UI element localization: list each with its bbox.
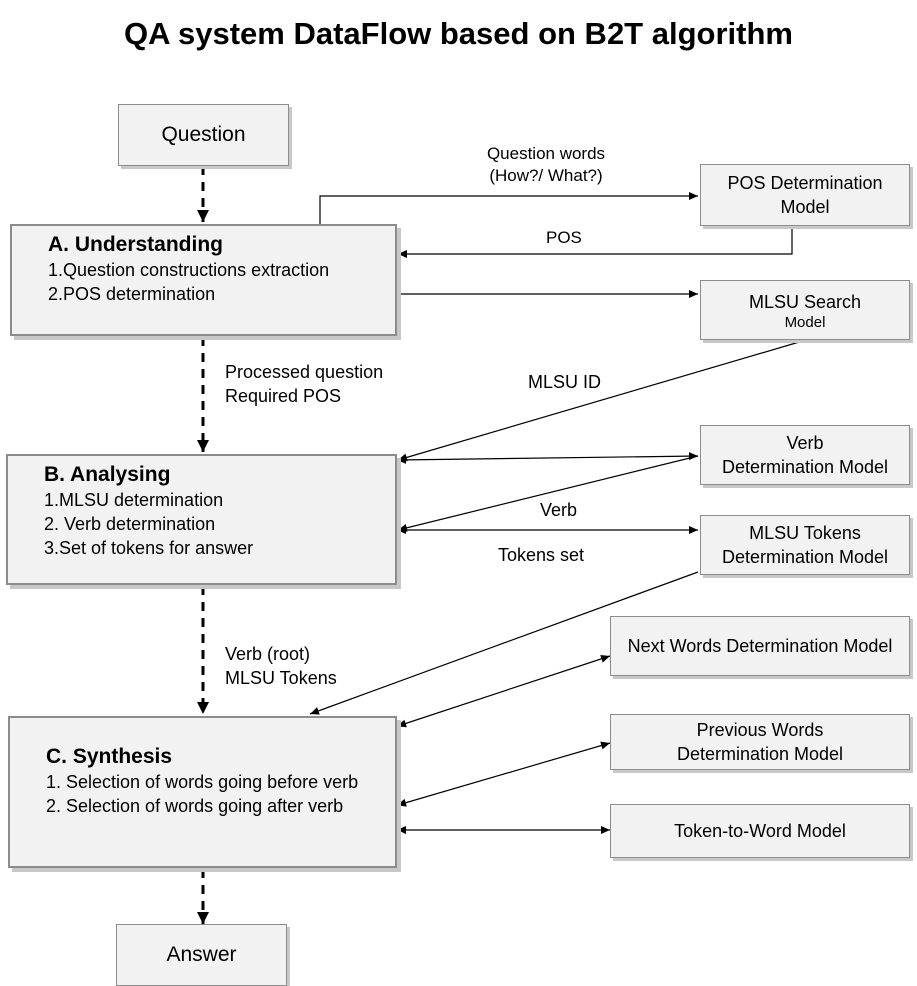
verb-model-line-1: Verb xyxy=(786,433,824,453)
synthesis-line-2: 2. Selection of words going after verb xyxy=(46,796,344,816)
pos-model-line-2: Model xyxy=(780,197,830,217)
verb-determination-model: Verb Determination Model xyxy=(700,425,910,485)
mlsu-search-line-2: Model xyxy=(784,313,826,331)
analysing-line-2: 2. Verb determination xyxy=(44,514,216,534)
analysing-line-3: 3.Set of tokens for answer xyxy=(44,538,254,558)
understanding-title: A. Understanding xyxy=(48,233,224,256)
previous-words-determination-model: Previous Words Determination Model xyxy=(610,714,910,770)
arrow-verb xyxy=(397,455,699,532)
token-word-label: Token-to-Word Model xyxy=(674,821,846,841)
synthesis-title: C. Synthesis xyxy=(46,745,173,768)
arrow-pos-back xyxy=(398,226,793,258)
edge-label-verb: Verb xyxy=(540,500,578,520)
next-words-label: Next Words Determination Model xyxy=(627,636,893,656)
edge-label-question-words: Question words (How?/ What?) xyxy=(466,143,626,187)
pos-determination-model: POS Determination Model xyxy=(700,164,910,226)
mlsu-tokens-determination-model: MLSU Tokens Determination Model xyxy=(700,515,910,575)
mlsu-tokens-line-1: MLSU Tokens xyxy=(749,523,861,543)
question-words-line-1: Question words xyxy=(486,144,606,163)
prev-words-line-2: Determination Model xyxy=(676,744,844,764)
synthesis-line-1: 1. Selection of words going before verb xyxy=(46,772,359,792)
question-label: Question xyxy=(161,123,246,146)
arrow-next-words xyxy=(397,655,611,728)
answer-label: Answer xyxy=(166,943,237,966)
edge-label-verb-root: Verb (root) MLSU Tokens xyxy=(225,642,337,690)
analysing-line-1: 1.MLSU determination xyxy=(44,490,224,510)
token-to-word-model: Token-to-Word Model xyxy=(610,804,910,858)
question-node: Question xyxy=(118,104,289,166)
edge-label-mlsu-id: MLSU ID xyxy=(528,372,602,392)
arrow-mlsu-tokens-to-synthesis xyxy=(309,571,699,715)
analysing-stage: B. Analysing 1.MLSU determination 2. Ver… xyxy=(6,454,397,585)
next-words-determination-model: Next Words Determination Model xyxy=(610,616,910,676)
arrow-prev-words xyxy=(397,741,611,807)
arrow-to-pos-model xyxy=(319,192,698,224)
processed-line-1: Processed question xyxy=(225,362,384,382)
edge-label-tokens-set: Tokens set xyxy=(498,545,585,565)
mlsu-search-line-1: MLSU Search xyxy=(748,291,862,312)
edge-label-processed: Processed question Required POS xyxy=(225,360,383,408)
pos-model-line-1: POS Determination xyxy=(727,173,883,193)
arrow-mlsu-id xyxy=(397,339,807,462)
prev-words-line-1: Previous Words xyxy=(696,720,824,740)
synthesis-stage: C. Synthesis 1. Selection of words going… xyxy=(8,716,397,868)
understanding-line-1: 1.Question constructions extraction xyxy=(48,260,330,280)
question-words-line-2: (How?/ What?) xyxy=(489,166,603,185)
understanding-line-2: 2.POS determination xyxy=(48,284,216,304)
understanding-stage: A. Understanding 1.Question construction… xyxy=(10,224,397,336)
mlsu-search-model: MLSU Search Model xyxy=(700,280,910,340)
diagram-title: QA system DataFlow based on B2T algorith… xyxy=(124,16,793,51)
arrow-verb-model-link xyxy=(397,452,699,464)
verb-root-line-1: Verb (root) xyxy=(225,644,311,664)
mlsu-tokens-line-2: Determination Model xyxy=(721,547,889,567)
processed-line-2: Required POS xyxy=(225,386,342,406)
verb-model-line-2: Determination Model xyxy=(721,457,889,477)
answer-node: Answer xyxy=(116,924,287,986)
edge-label-pos: POS xyxy=(546,228,582,247)
verb-root-line-2: MLSU Tokens xyxy=(225,668,337,688)
analysing-title: B. Analysing xyxy=(44,463,171,486)
